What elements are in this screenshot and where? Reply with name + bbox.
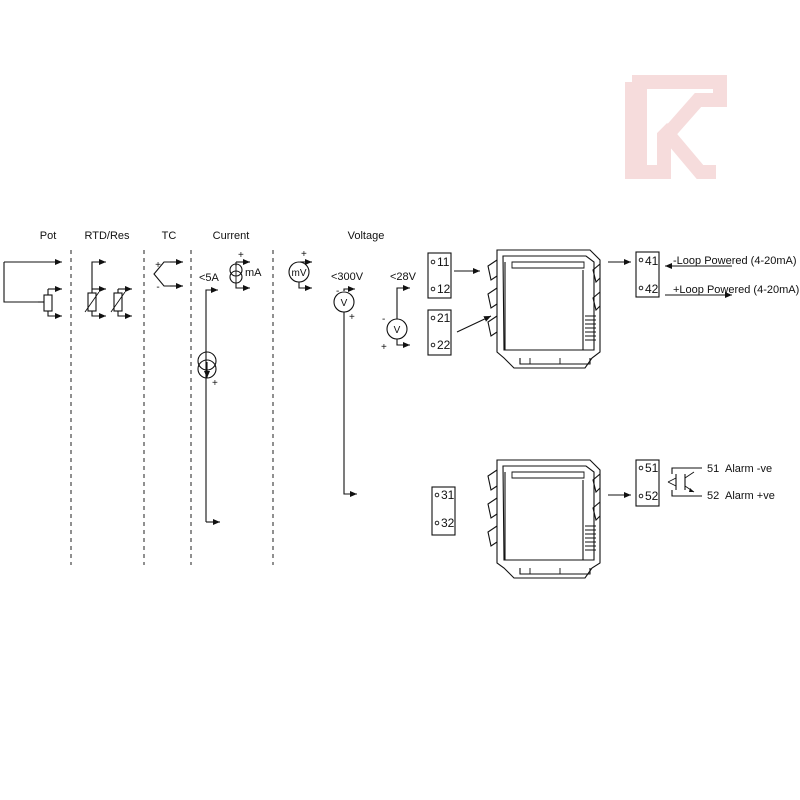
- terminal-block-51-52: 51 52: [635, 459, 660, 507]
- column-headers: Pot RTD/Res TC Current Voltage: [40, 230, 385, 242]
- terminal-31: 31: [441, 488, 455, 502]
- current-inputs: <5A + + mA: [197, 250, 262, 525]
- mv-source: + mV: [288, 249, 312, 291]
- loop-positive-label: +Loop Powered (4-20mA): [673, 284, 799, 296]
- header-voltage: Voltage: [348, 230, 385, 242]
- column-separators: [70, 250, 274, 565]
- svg-text:+: +: [381, 342, 387, 353]
- svg-text:+: +: [212, 378, 218, 389]
- svg-text:+: +: [301, 249, 307, 260]
- label-voltage-28v: <28V: [390, 271, 417, 283]
- low-voltage-source: <28V - V +: [381, 271, 417, 353]
- terminal-block-41-42: 41 42: [635, 251, 660, 298]
- pot-symbol: [3, 259, 62, 319]
- connection-arrows: [454, 259, 732, 498]
- header-tc: TC: [162, 230, 177, 242]
- terminal-11: 11: [437, 255, 450, 269]
- terminal-block-31-32: 31 32: [431, 486, 456, 536]
- svg-text:-: -: [156, 282, 159, 293]
- ma-source-icon: [229, 263, 243, 284]
- terminal-41: 41: [645, 254, 659, 268]
- alarm-52-label: Alarm +ve: [725, 490, 775, 502]
- alarm-52-number: 52: [707, 490, 719, 502]
- alarm-51-label: Alarm -ve: [725, 463, 772, 475]
- alarm-output: 51 Alarm -ve 52 Alarm +ve: [667, 463, 775, 502]
- terminal-22: 22: [437, 338, 451, 352]
- terminal-block-21-22: 21 22: [427, 309, 452, 356]
- meter-v-label: V: [341, 298, 348, 309]
- current-source-icon: [197, 351, 217, 379]
- terminal-21: 21: [437, 311, 451, 325]
- svg-text:-: -: [336, 286, 339, 297]
- terminal-42: 42: [645, 282, 659, 296]
- header-rtd: RTD/Res: [84, 230, 130, 242]
- label-voltage-300v: <300V: [331, 271, 364, 283]
- terminal-51: 51: [645, 461, 659, 475]
- meter-v-label-2: V: [394, 325, 401, 336]
- watermark-logo: [625, 75, 727, 179]
- loop-negative-label: -Loop Powered (4-20mA): [673, 255, 797, 267]
- label-current-ma: mA: [245, 267, 262, 279]
- din-module-lower: [487, 459, 601, 579]
- loop-output-labels: -Loop Powered (4-20mA) +Loop Powered (4-…: [673, 255, 799, 296]
- header-pot: Pot: [40, 230, 57, 242]
- rtd-symbol: [84, 259, 132, 319]
- thermocouple-symbol: + -: [153, 259, 183, 293]
- label-voltage-mv: mV: [292, 268, 307, 279]
- terminal-12: 12: [437, 282, 451, 296]
- terminal-block-11-12: 11 12: [427, 252, 452, 299]
- din-module-upper: [487, 249, 601, 369]
- terminal-52: 52: [645, 489, 659, 503]
- terminal-32: 32: [441, 516, 455, 530]
- high-voltage-source: <300V - V +: [331, 271, 364, 497]
- svg-text:+: +: [238, 250, 244, 261]
- alarm-51-number: 51: [707, 463, 719, 475]
- svg-text:+: +: [155, 260, 161, 271]
- label-current-5a: <5A: [199, 272, 220, 284]
- svg-text:-: -: [382, 314, 385, 325]
- header-current: Current: [213, 230, 250, 242]
- svg-text:+: +: [349, 312, 355, 323]
